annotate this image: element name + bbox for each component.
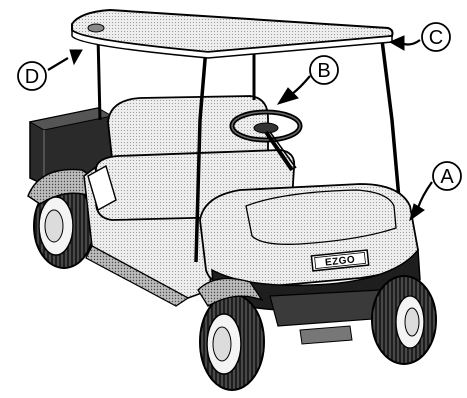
arrow-d [48,58,68,70]
arrow-c [404,40,420,45]
callout-c: C [422,23,450,51]
callout-a: A [433,162,461,190]
seat-back [108,96,268,158]
callout-a-letter: A [440,166,454,188]
callout-d-letter: D [25,66,39,88]
callout-b-letter: B [317,60,330,82]
arrow-a [418,182,432,208]
callout-d: D [18,62,46,90]
roof-canopy [72,10,393,58]
arrow-a-head [410,204,424,220]
arrow-d-head [70,50,82,64]
callout-c-letter: C [429,27,443,49]
callout-b: B [310,56,338,84]
arrow-b [292,76,310,94]
front-suspension [270,290,386,326]
front-left-wheel [200,294,264,390]
front-right-wheel [372,276,436,364]
